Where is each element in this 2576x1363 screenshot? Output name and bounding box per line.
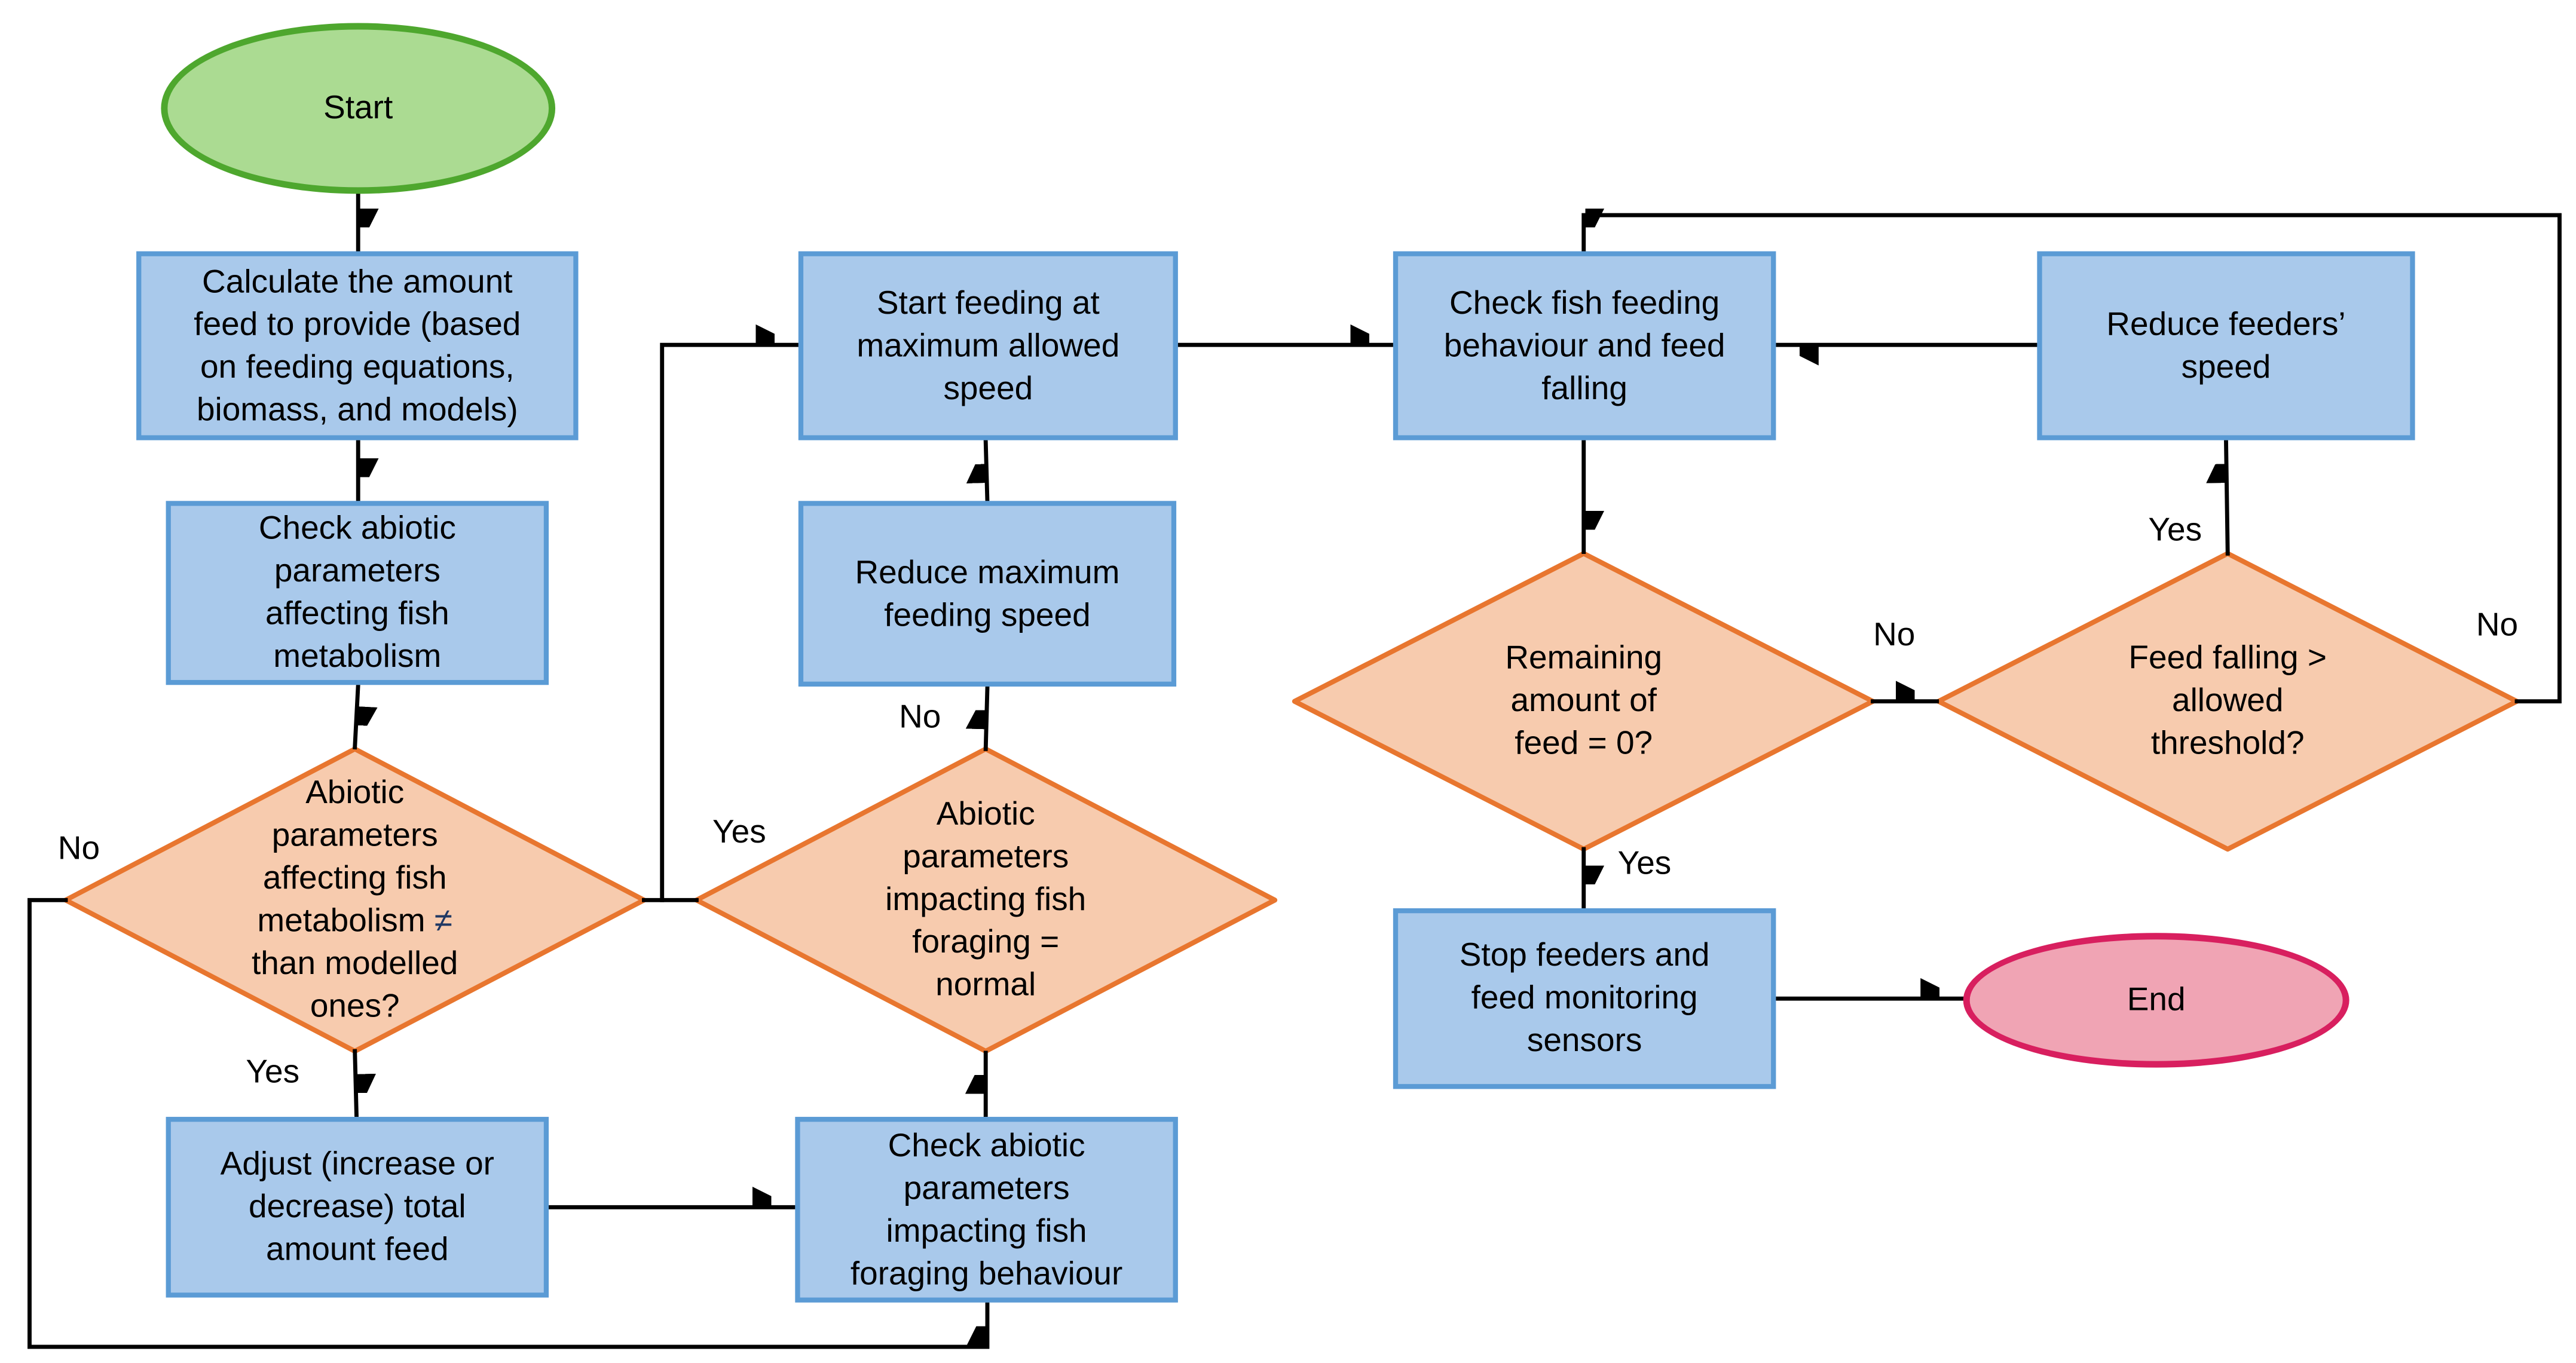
process-calculate-feed: Calculate the amount feed to provide (ba… bbox=[136, 251, 579, 440]
edge-metabolism-no-loop-to-check-foraging bbox=[27, 898, 990, 1349]
not-equal-sign: ≠ bbox=[434, 903, 452, 940]
decision-foraging-label: Abiotic parameters impacting fish foragi… bbox=[797, 744, 1174, 1056]
process-start-feeding-label: Start feeding at maximum allowed speed bbox=[856, 284, 1120, 407]
edge-falling-no-loop-to-check-fish bbox=[1581, 215, 2562, 704]
decision-feed-falling-text: Feed falling > allowed threshold? bbox=[2128, 640, 2327, 762]
edge-label-metabolism-no: No bbox=[57, 831, 100, 868]
process-reduce-max-feeding-speed: Reduce maximum feeding speed bbox=[798, 501, 1177, 687]
process-check-fish-feeding-label: Check fish feeding behaviour and feed fa… bbox=[1443, 284, 1726, 407]
decision-metabolism-text-after: than modelled ones? bbox=[252, 946, 458, 1025]
edge-falling-yes-to-reduce-feeders bbox=[2226, 439, 2230, 556]
decision-remaining-feed-text: Remaining amount of feed = 0? bbox=[1505, 640, 1663, 762]
process-reduce-max-feeding-speed-label: Reduce maximum feeding speed bbox=[855, 554, 1120, 633]
process-reduce-feeders-speed: Reduce feeders’ speed bbox=[2037, 251, 2415, 440]
edge-check-metabolism-to-decision bbox=[353, 682, 358, 750]
decision-feed-falling-label: Feed falling > allowed threshold? bbox=[2047, 562, 2409, 841]
edge-label-remaining-no: No bbox=[1873, 617, 1916, 654]
start-label: Start bbox=[323, 90, 393, 127]
decision-remaining-feed-label: Remaining amount of feed = 0? bbox=[1403, 562, 1764, 841]
connectors bbox=[27, 191, 2562, 1349]
edge-label-foraging-yes: Yes bbox=[712, 814, 766, 851]
edge-foraging-no-to-reduce-max bbox=[986, 686, 990, 751]
edge-metabolism-yes-to-adjust bbox=[353, 1049, 357, 1117]
decision-foraging-diamond bbox=[694, 746, 1278, 1054]
edge-foraging-yes-to-start-feeding bbox=[660, 345, 799, 902]
end-terminator: End bbox=[1963, 933, 2349, 1068]
process-reduce-feeders-speed-label: Reduce feeders’ speed bbox=[2106, 306, 2346, 385]
edge-label-metabolism-yes: Yes bbox=[246, 1054, 300, 1091]
process-check-fish-feeding: Check fish feeding behaviour and feed fa… bbox=[1393, 251, 1776, 440]
edge-label-foraging-no: No bbox=[899, 699, 941, 736]
end-label: End bbox=[2127, 982, 2186, 1019]
process-check-foraging-parameters: Check abiotic parameters impacting fish … bbox=[795, 1117, 1178, 1303]
decision-metabolism-text-before: Abiotic parameters affecting fish metabo… bbox=[257, 775, 447, 940]
process-check-foraging-label: Check abiotic parameters impacting fish … bbox=[850, 1127, 1123, 1292]
decision-foraging-text: Abiotic parameters impacting fish foragi… bbox=[885, 797, 1087, 1004]
process-adjust-amount-feed-label: Adjust (increase or decrease) total amou… bbox=[220, 1146, 495, 1268]
process-calculate-feed-label: Calculate the amount feed to provide (ba… bbox=[194, 264, 521, 428]
process-stop-feeders-label: Stop feeders and feed monitoring sensors bbox=[1459, 938, 1710, 1059]
start-terminator: Start bbox=[161, 23, 556, 194]
edge-label-falling-yes: Yes bbox=[2148, 512, 2202, 549]
edge-label-remaining-yes: Yes bbox=[1617, 846, 1672, 883]
process-check-metabolism-parameters: Check abiotic parameters affecting fish … bbox=[166, 501, 549, 685]
edge-reduce-max-to-start-feeding bbox=[986, 439, 990, 503]
process-start-feeding: Start feeding at maximum allowed speed bbox=[798, 251, 1178, 440]
decision-shapes bbox=[63, 551, 2520, 1054]
edge-label-falling-no: No bbox=[2476, 608, 2519, 644]
process-adjust-amount-feed: Adjust (increase or decrease) total amou… bbox=[166, 1117, 549, 1298]
decision-metabolism-text: Abiotic parameters affecting fish metabo… bbox=[252, 772, 458, 1028]
process-stop-feeders: Stop feeders and feed monitoring sensors bbox=[1393, 908, 1776, 1089]
process-check-metabolism-label: Check abiotic parameters affecting fish … bbox=[258, 510, 456, 675]
decision-metabolism-label: Abiotic parameters affecting fish metabo… bbox=[166, 744, 544, 1056]
